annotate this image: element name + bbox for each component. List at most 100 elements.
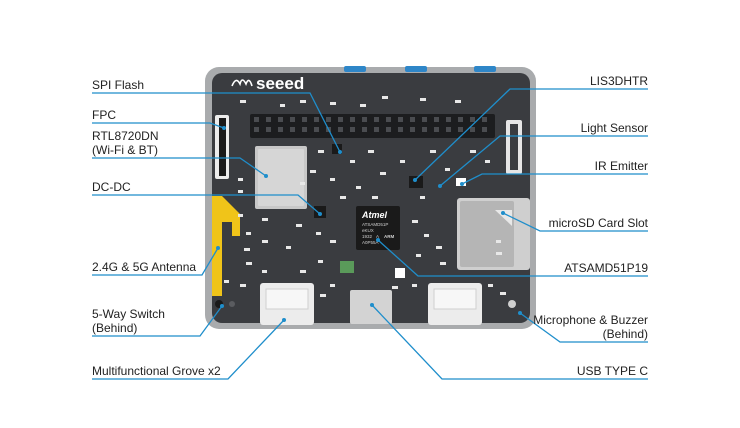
leader-grove	[92, 319, 285, 380]
smd-part	[318, 260, 323, 263]
header-pin	[458, 117, 463, 122]
smd-part	[488, 284, 493, 287]
green-component	[340, 261, 354, 273]
smd-part	[330, 240, 336, 243]
header-pin	[290, 117, 295, 122]
spi-flash-chip	[332, 144, 342, 154]
smd-part	[296, 224, 302, 227]
smd-part	[238, 214, 243, 217]
label-dc-dc: DC-DC	[92, 180, 131, 194]
label-lis3dhtr: LIS3DHTR	[589, 74, 648, 88]
microsd-cover	[460, 201, 514, 267]
header-pin	[410, 117, 415, 122]
smd-part	[316, 232, 321, 235]
smd-part	[445, 168, 450, 171]
smd-part	[500, 292, 506, 295]
leader-microphone	[519, 312, 648, 343]
leader-ir-emitter	[461, 173, 648, 185]
label-grove: Multifunctional Grove x2	[92, 364, 221, 378]
smd-part	[238, 178, 243, 181]
smd-part	[496, 252, 502, 255]
white-led	[395, 268, 405, 278]
smd-part	[300, 270, 306, 273]
header-pin	[338, 117, 343, 122]
label-5-way-switch-sub: (Behind)	[92, 321, 138, 335]
seeed-logo: seeed	[231, 74, 304, 93]
smd-part	[360, 104, 366, 107]
header-pin	[446, 117, 451, 122]
header-pin	[266, 117, 271, 122]
label-ir-emitter: IR Emitter	[594, 159, 648, 173]
label-microphone-buzzer-sub: (Behind)	[602, 327, 648, 341]
header-pin	[326, 117, 331, 122]
header-pin	[422, 117, 427, 122]
smd-part	[436, 246, 442, 249]
smd-part	[262, 218, 268, 221]
top-button-2	[405, 66, 427, 72]
header-pin	[374, 117, 379, 122]
header-pin	[374, 127, 379, 132]
smd-part	[440, 262, 446, 265]
pin-grid	[254, 117, 487, 132]
label-rtl8720dn-sub: (Wi-Fi & BT)	[92, 143, 158, 157]
header-pin	[482, 127, 487, 132]
smd-part	[240, 100, 246, 103]
label-usb-type-c: USB TYPE C	[576, 364, 648, 378]
smd-part	[262, 240, 268, 243]
smd-part	[330, 284, 335, 287]
label-microsd: microSD Card Slot	[548, 216, 648, 230]
header-pin	[362, 117, 367, 122]
smd-part	[470, 150, 476, 153]
header-pin	[434, 117, 439, 122]
leader-lis3dhtr	[414, 88, 648, 181]
header-pins	[250, 114, 495, 138]
smd-part	[496, 240, 501, 243]
smd-part	[350, 160, 355, 163]
antenna-trace	[212, 196, 240, 296]
atsamd51-chip	[356, 206, 400, 250]
top-button-3	[474, 66, 496, 72]
leader-microsd	[502, 212, 648, 232]
smd-part	[300, 182, 305, 185]
label-atsamd51p19: ATSAMD51P19	[564, 261, 648, 275]
ir-emitter-part	[456, 178, 466, 186]
microsd-latch	[495, 210, 512, 226]
header-pin	[350, 127, 355, 132]
smd-part	[286, 246, 291, 249]
chip-line3: 1932	[362, 234, 373, 239]
header-pin	[386, 117, 391, 122]
rtl8720dn-shield	[258, 149, 304, 206]
label-spi-flash: SPI Flash	[92, 78, 145, 92]
leader-antenna	[92, 247, 219, 276]
chip-line2: eKUX	[362, 228, 374, 233]
smd-part	[392, 286, 398, 289]
header-pin	[314, 117, 319, 122]
fpc-slot	[219, 118, 226, 176]
header-pin	[278, 117, 283, 122]
leader-fpc	[92, 122, 225, 129]
label-rtl8720dn: RTL8720DN	[92, 129, 159, 143]
smd-part	[240, 284, 246, 287]
smd-part	[330, 178, 335, 181]
header-pin	[266, 127, 271, 132]
smd-part	[280, 104, 285, 107]
smd-part	[424, 234, 429, 237]
chip-line4: A	[376, 234, 379, 239]
smd-components	[224, 96, 506, 297]
smd-part	[412, 220, 418, 223]
smd-part	[380, 172, 386, 175]
header-pin	[398, 117, 403, 122]
smd-part	[455, 100, 461, 103]
chip-line5: ARM	[384, 234, 394, 239]
grove-socket-right	[433, 288, 477, 310]
label-fpc: FPC	[92, 108, 116, 122]
header-pin	[278, 127, 283, 132]
logo-text: seeed	[256, 74, 304, 93]
header-pin	[422, 127, 427, 132]
leader-atsamd51	[377, 239, 648, 277]
smd-part	[224, 280, 229, 283]
smd-part	[382, 96, 388, 99]
grove-socket-left	[265, 288, 309, 310]
header-pin	[398, 127, 403, 132]
